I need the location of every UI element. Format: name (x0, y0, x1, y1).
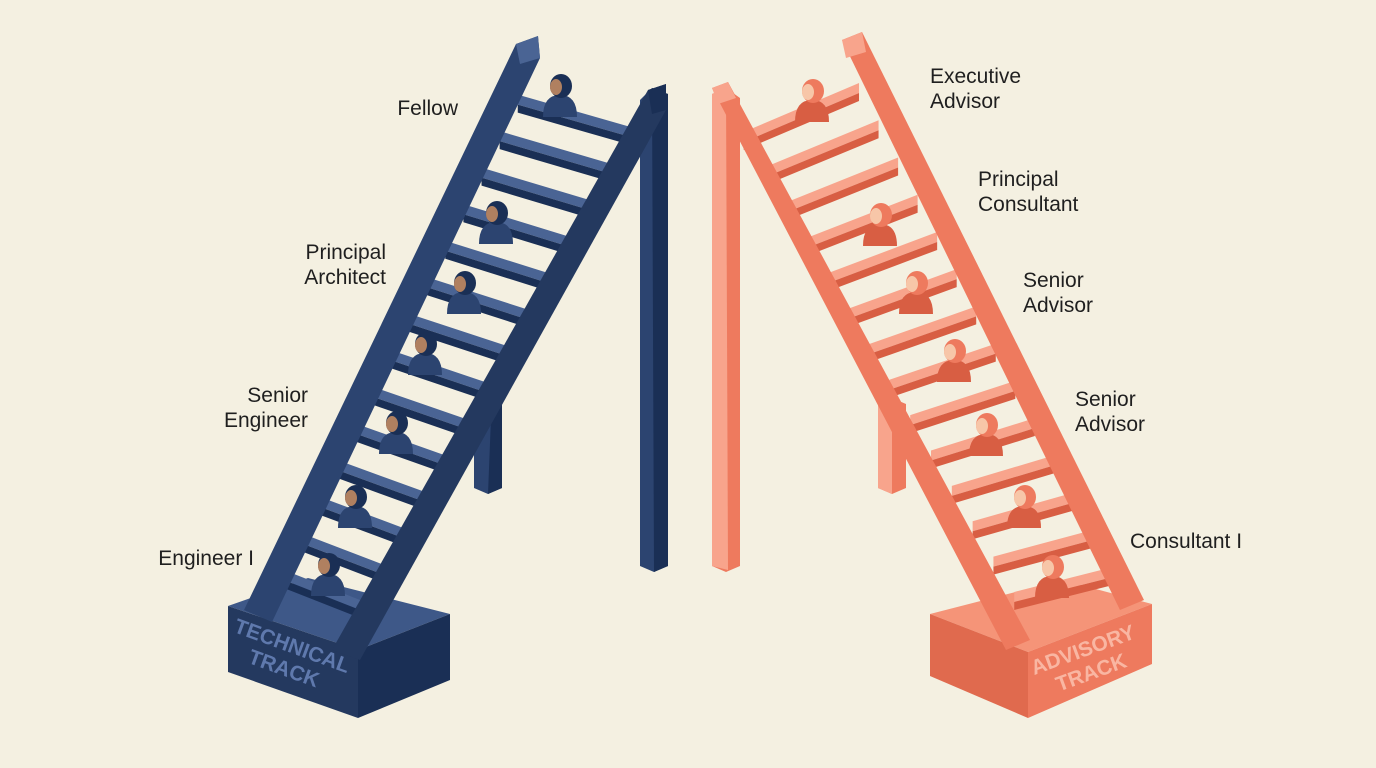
technical-figure-4 (408, 332, 442, 375)
advisory-figure-4 (937, 339, 971, 382)
advisory-figure-1 (795, 79, 829, 122)
advisory-step-2 (764, 120, 879, 178)
technical-steps (282, 94, 637, 624)
technical-step-10 (445, 240, 556, 286)
technical-figure-6 (338, 485, 372, 528)
advisory-step-6 (847, 269, 957, 319)
technical-step-9 (427, 277, 536, 323)
advisory-figure-2 (863, 203, 897, 246)
technical-step-13 (499, 131, 617, 176)
advisory-step-11 (951, 455, 1055, 496)
advisory-level-label-consultant-i: Consultant I (1130, 530, 1243, 553)
advisory-left-rail (712, 82, 1030, 650)
advisory-base: ADVISORY TRACK (930, 580, 1152, 718)
technical-left-rail (244, 36, 540, 622)
advisory-track: ADVISORY TRACK (712, 32, 1152, 718)
advisory-step-13 (993, 529, 1094, 567)
advisory-figures (795, 79, 1069, 598)
advisory-step-5 (826, 231, 938, 284)
advisory-right-rail (842, 32, 1144, 610)
advisory-figure-7 (1035, 555, 1069, 598)
technical-step-2 (300, 532, 394, 579)
technical-step-6 (372, 386, 475, 432)
advisory-step-7 (868, 306, 977, 355)
technical-step-12 (481, 167, 597, 213)
advisory-step-3 (785, 157, 899, 213)
technical-right-rail (332, 84, 666, 660)
technical-figure-3 (447, 271, 481, 314)
technical-step-8 (409, 313, 516, 359)
advisory-steps (743, 83, 1113, 610)
advisory-level-label-executive-advisor: Executive Advisor (930, 65, 1022, 113)
advisory-level-label-senior-advisor-lower: Senior Advisor (1075, 388, 1146, 436)
advisory-figure-3 (899, 271, 933, 314)
advisory-figure-6 (1007, 485, 1041, 528)
technical-track: TECHNICAL TRACK (228, 36, 668, 718)
technical-level-label-senior-engineer: Senior Engineer (223, 384, 308, 432)
advisory-step-9 (910, 380, 1016, 426)
technical-figure-1 (543, 74, 577, 117)
technical-step-4 (336, 459, 435, 506)
technical-figures (311, 74, 577, 596)
advisory-figure-5 (969, 413, 1003, 456)
advisory-level-label-principal-consultant: Principal Consultant (978, 168, 1079, 216)
technical-level-label-fellow: Fellow (397, 97, 458, 120)
advisory-level-label-senior-advisor-upper: Senior Advisor (1023, 269, 1094, 317)
technical-level-label-engineer-i: Engineer I (158, 547, 254, 570)
technical-level-label-principal-architect: Principal Architect (304, 241, 386, 289)
technical-figure-7 (311, 553, 345, 596)
technical-figure-2 (479, 201, 513, 244)
technical-figure-5 (379, 411, 413, 454)
